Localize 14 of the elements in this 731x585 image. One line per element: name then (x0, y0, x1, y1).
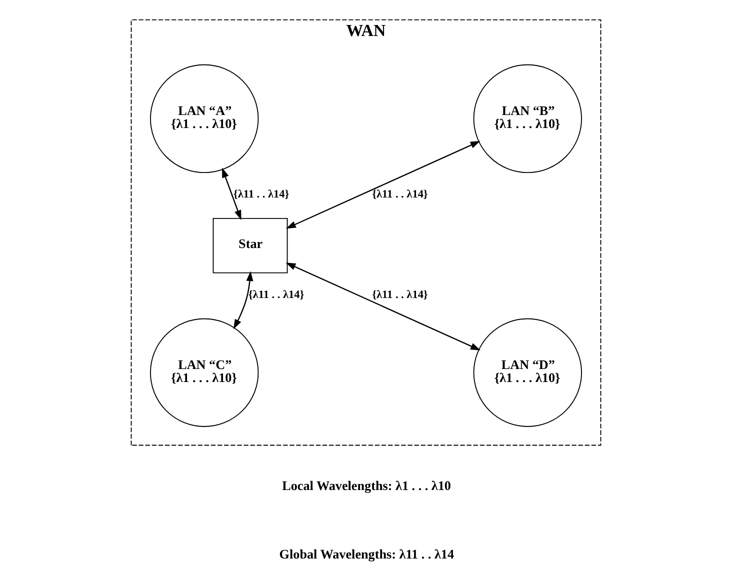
arrow (232, 271, 253, 330)
edge-label: {λ11 . . λ14} (232, 188, 289, 200)
edge-label: {λ11 . . λ14} (372, 188, 428, 200)
node-circle: LAN “B” {λ1 . . . λ10} (472, 64, 582, 174)
edge-label: {λ11 . . λ14} (372, 288, 428, 301)
node-circle: LAN “A” {λ1 . . . λ10} (149, 64, 258, 174)
node-circle: LAN “D” {λ1 . . . λ10} (472, 318, 582, 427)
edge-label: {λ11 . . λ14} (248, 288, 304, 301)
label: Global Wavelengths: λ11 . . λ14 (278, 546, 454, 562)
arrow (285, 140, 480, 229)
node-box: Star (212, 218, 288, 274)
arrow (221, 168, 241, 220)
arrow (285, 262, 480, 350)
label: Local Wavelengths: λ1 . . . λ10 (282, 478, 450, 493)
